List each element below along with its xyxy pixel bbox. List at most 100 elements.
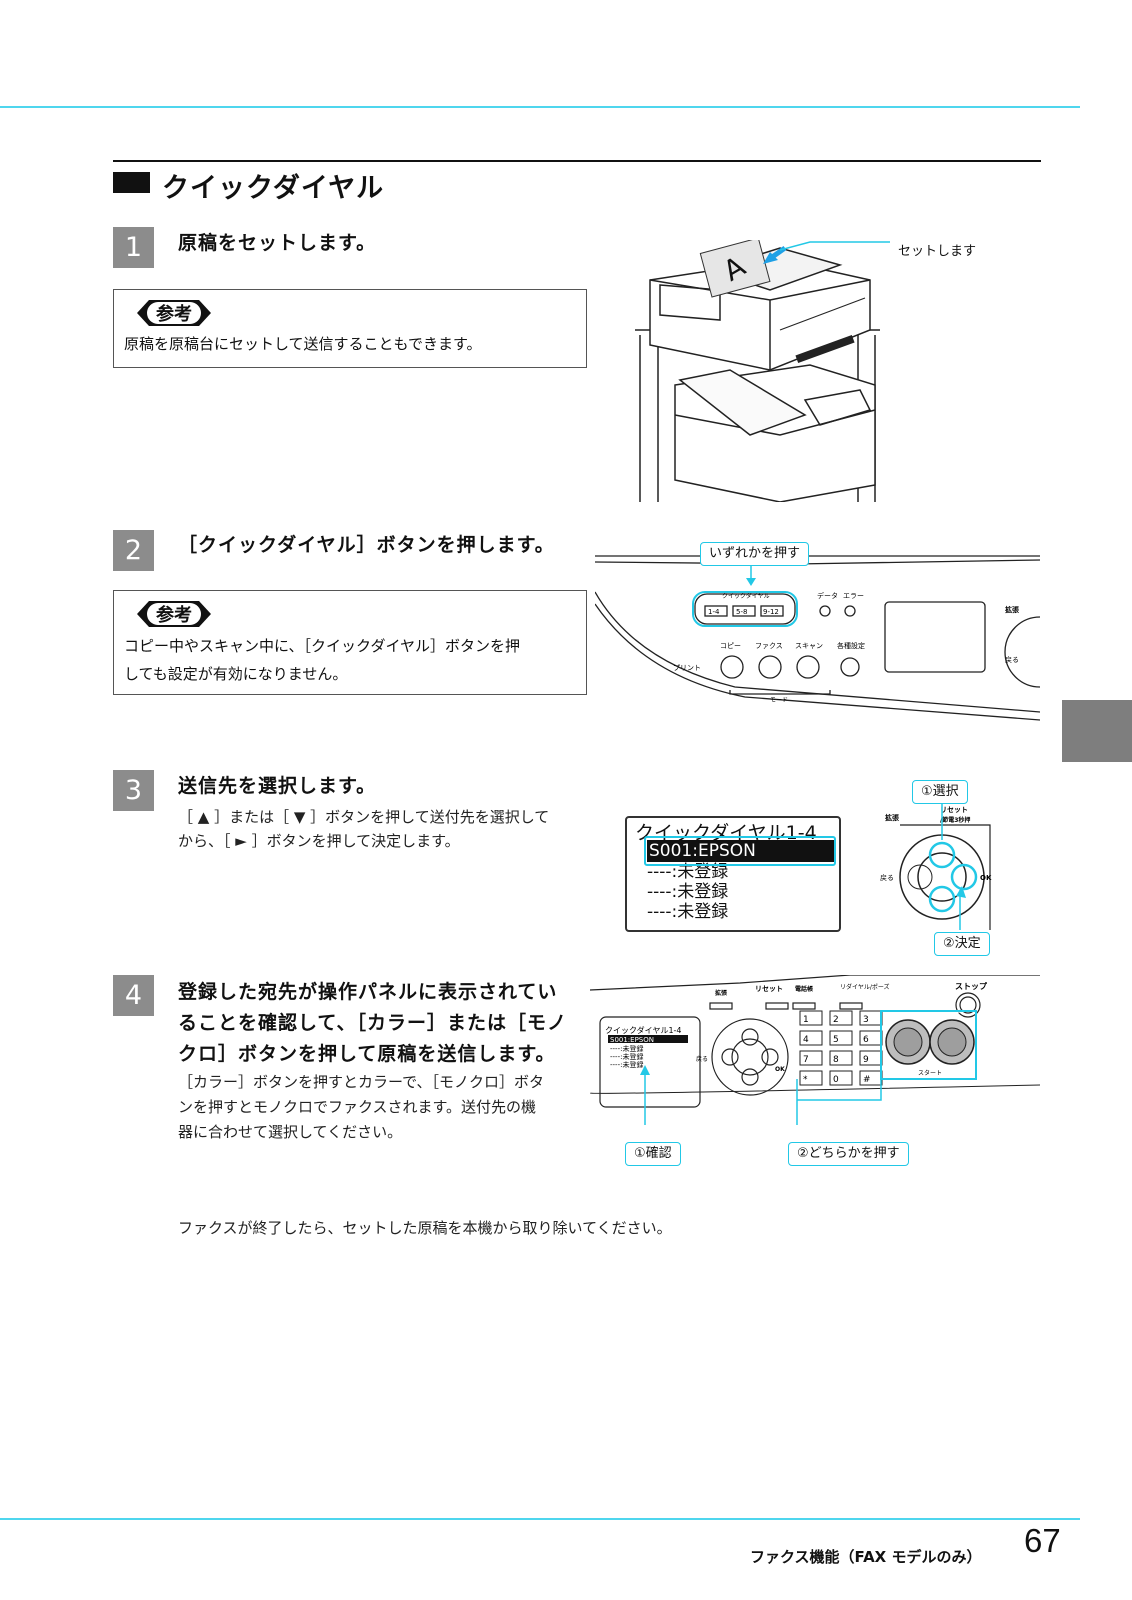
note-box-2: 参考 コピー中やスキャン中に、［クイックダイヤル］ボタンを押 しても設定が有効に…: [113, 590, 587, 695]
footer-label: ファクス機能（FAX モデルのみ）: [750, 1548, 982, 1566]
panel4-back-label: 戻る: [696, 1055, 708, 1063]
key-7: 7: [803, 1055, 809, 1065]
step-4-title-line-3: クロ］ボタンを押して原稿を送信します。: [178, 1043, 556, 1065]
step-1-number: 1: [113, 227, 154, 268]
panel-copy-label: コピー: [720, 642, 741, 650]
step-3-title: 送信先を選択します。: [178, 775, 377, 797]
panel-scan-label: スキャン: [795, 642, 823, 650]
panel4-reset-label: リセット: [755, 985, 783, 993]
callout-set: セットします: [898, 244, 977, 259]
panel-data-label: データ: [817, 591, 838, 600]
closing-text: ファクスが終了したら、セットした原稿を本機から取り除いてください。: [178, 1219, 672, 1237]
footer-rule: [0, 1518, 1080, 1520]
printer-illustration: A: [635, 240, 880, 502]
step-4-body-line-3: 器に合わせて選択してください。: [178, 1123, 403, 1141]
callout-either: いずれかを押す: [700, 542, 810, 566]
step-4-number: 4: [113, 975, 154, 1016]
lcd-row: ----:未登録: [647, 862, 729, 882]
step-1-title: 原稿をセットします。: [178, 232, 377, 254]
header-rule: [0, 106, 1080, 108]
step-4-body-line-1: ［カラー］ボタンを押すとカラーで、［モノクロ］ボタ: [178, 1073, 545, 1091]
mono-label: モノクロ: [893, 1009, 921, 1017]
panel-qd-3: 9-12: [763, 608, 779, 616]
panel-error-label: エラー: [843, 592, 864, 600]
key-hash: #: [863, 1075, 871, 1085]
section-marker: [113, 172, 150, 193]
note-2-text-line-2: しても設定が有効になりません。: [124, 665, 348, 683]
step-3-number: 3: [113, 770, 154, 811]
key-4: 4: [803, 1035, 809, 1045]
panel-print-label: プリント: [673, 664, 701, 672]
note-1-text: 原稿を原稿台にセットして送信することもできます。: [124, 335, 482, 353]
callout-confirm: ①確認: [625, 1142, 681, 1166]
lcd-row: ----:未登録: [647, 902, 729, 922]
pad-powersave-label: /節電3秒押: [940, 816, 970, 824]
panel-qd-1: 1-4: [708, 608, 720, 616]
key-star: *: [803, 1075, 808, 1085]
note-2-text-line-1: コピー中やスキャン中に、［クイックダイヤル］ボタンを押: [124, 637, 521, 655]
panel4-zoom-label: 拡張: [715, 989, 728, 997]
panel-fax-label: ファクス: [755, 642, 783, 650]
panel4-phonebook-label: 電話帳: [795, 985, 813, 993]
panel-mode-label: モード: [770, 697, 788, 704]
key-8: 8: [833, 1055, 839, 1065]
note-badge-icon: 参考: [137, 300, 211, 326]
callout-line-set: [780, 241, 890, 251]
step-3-body-line-1: ［ ▲ ］または［ ▼ ］ボタンを押して送付先を選択して: [178, 808, 550, 826]
key-6: 6: [863, 1035, 869, 1045]
section-rule: [113, 160, 1041, 162]
section-title: クイックダイヤル: [162, 173, 385, 204]
lcd-row-selected: S001:EPSON: [647, 840, 834, 862]
panel4-stop-label: ストップ: [955, 981, 988, 991]
pad-reset-label: リセット: [940, 806, 968, 814]
key-9: 9: [863, 1055, 869, 1065]
up-arrow-icon: [640, 1065, 650, 1075]
nav-pad-illustration: 拡張 リセット /節電3秒押 戻る OK: [880, 802, 992, 930]
note-badge-icon: 参考: [137, 601, 211, 627]
lcd-highlight: [644, 836, 836, 866]
key-5: 5: [833, 1035, 839, 1045]
lcd-row: ----:未登録: [647, 882, 729, 902]
chapter-side-tab: [1062, 700, 1132, 762]
note-badge-label: 参考: [156, 604, 192, 626]
full-panel-illustration: クイックダイヤル1-4 S001:EPSON ----:未登録 ----:未登録…: [590, 975, 1040, 1125]
start-label: スタート: [918, 1069, 942, 1077]
step-4-title-line-1: 登録した宛先が操作パネルに表示されてい: [178, 981, 558, 1003]
key-2: 2: [833, 1015, 839, 1025]
step-4-body-line-2: ンを押すとモノクロでファクスされます。送付先の機: [178, 1098, 537, 1116]
panel-qd-label: クイックダイヤル: [722, 592, 770, 600]
pad-ok-label: OK: [980, 874, 992, 882]
panel4-ok-label: OK: [775, 1066, 785, 1073]
small-lcd-row: ----:未登録: [610, 1060, 643, 1069]
page-number: 67: [1024, 1522, 1061, 1559]
key-0: 0: [833, 1075, 839, 1085]
color-label: カラー: [942, 1009, 963, 1017]
note-badge-label: 参考: [156, 303, 192, 325]
small-lcd-title: クイックダイヤル1-4: [605, 1025, 682, 1035]
key-1: 1: [803, 1015, 809, 1025]
small-lcd-row: S001:EPSON: [610, 1036, 654, 1044]
insert-arrow-icon: [763, 252, 778, 264]
panel4-redial-label: リダイヤル/ポーズ: [840, 983, 890, 991]
step-3-body-line-2: から、［ ► ］ボタンを押して決定します。: [178, 832, 460, 850]
pad-zoom-label: 拡張: [885, 813, 900, 822]
step-2-title: ［クイックダイヤル］ボタンを押します。: [178, 534, 555, 556]
panel-back-label: 戻る: [1005, 655, 1019, 664]
panel-qd-2: 5-8: [736, 608, 747, 616]
small-lcd-row: ----:未登録: [610, 1044, 643, 1053]
lcd-title: クイックダイヤル1-4: [635, 822, 817, 844]
note-box-1: 参考 原稿を原稿台にセットして送信することもできます。: [113, 289, 587, 368]
control-panel-illustration: クイックダイヤル 1-4 5-8 9-12 データ エラー コピー ファクス ス…: [595, 555, 1040, 721]
key-3: 3: [863, 1015, 869, 1025]
callout-decide: ②決定: [934, 932, 990, 956]
lcd-display: クイックダイヤル1-4 S001:EPSON ----:未登録 ----:未登録…: [625, 816, 841, 932]
step-2-number: 2: [113, 530, 154, 571]
down-arrow-icon: [746, 578, 756, 586]
up-arrow-icon: [956, 886, 966, 898]
pad-back-label: 戻る: [880, 873, 894, 882]
callout-select: ①選択: [912, 780, 968, 804]
panel-settings-label: 各種設定: [837, 641, 865, 650]
step-4-title-line-2: ることを確認して、［カラー］または［モノ: [178, 1012, 567, 1034]
small-lcd-row: ----:未登録: [610, 1052, 643, 1061]
panel-zoom-label: 拡張: [1005, 605, 1020, 614]
